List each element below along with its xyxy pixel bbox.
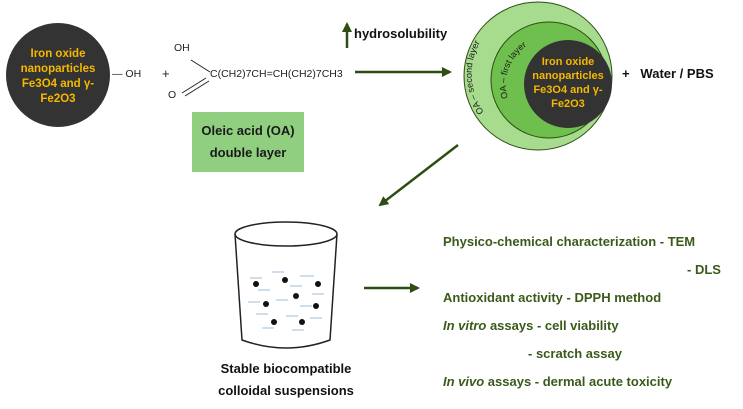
left-nanoparticle-circle <box>6 23 110 127</box>
result-in-vitro-rest: assays - cell viability <box>486 318 619 333</box>
left-np-line3: Fe3O4 and γ- <box>21 78 95 90</box>
coated-line4: Fe2O3 <box>551 98 585 110</box>
oa-box-line2: double layer <box>209 145 287 160</box>
hydrosolubility-label: hydrosolubility <box>354 26 448 41</box>
beaker-caption: Stable biocompatible colloidal suspensio… <box>200 358 372 402</box>
result-in-vitro: In vitro assays - cell viability <box>443 318 619 333</box>
left-np-line2: nanoparticles <box>20 63 96 75</box>
result-physchem: Physico-chemical characterization - TEM <box>443 234 696 249</box>
result-antioxidant: Antioxidant activity - DPPH method <box>443 290 662 305</box>
result-in-vivo-italic: In vivo <box>443 374 485 389</box>
result-in-vivo-rest: assays - dermal acute toxicity <box>484 374 673 389</box>
oa-bond-oh <box>190 59 211 73</box>
result-scratch: - scratch assay <box>528 346 622 361</box>
result-in-vitro-italic: In vitro <box>443 318 487 333</box>
coated-core-circle <box>524 40 612 128</box>
left-nanoparticle-label: Iron oxide nanoparticles Fe3O4 and γ- Fe… <box>10 47 106 107</box>
oa-bond-o-2 <box>184 80 210 97</box>
beaker-body <box>234 233 338 349</box>
coated-line3: Fe3O4 and γ- <box>533 84 603 96</box>
beaker-caption-line2: colloidal suspensions <box>218 383 354 398</box>
liquid-lines <box>248 271 324 331</box>
oa-formula: C(CH2)7CH=CH(CH2)7CH3 <box>210 68 343 80</box>
left-oh-group: — OH <box>112 68 142 80</box>
oa-double-layer-box: Oleic acid (OA) double layer <box>192 112 304 172</box>
plus-sign: + <box>162 66 170 81</box>
coated-core-label: Iron oxide nanoparticles Fe3O4 and γ- Fe… <box>526 55 610 111</box>
water-pbs-label: + Water / PBS <box>622 66 714 81</box>
left-np-line1: Iron oxide <box>30 48 86 60</box>
oa-oh-label: OH <box>174 42 190 54</box>
coated-line2: nanoparticles <box>532 70 604 82</box>
suspended-particles <box>253 277 321 325</box>
oa-box-line1: Oleic acid (OA) <box>201 123 295 138</box>
result-dls: - DLS <box>687 262 721 277</box>
beaker-rim <box>234 221 338 247</box>
coated-line1: Iron oxide <box>541 56 595 68</box>
beaker-caption-line1: Stable biocompatible <box>220 361 352 376</box>
left-np-line4: Fe2O3 <box>40 93 76 105</box>
oa-bond-o-1 <box>181 77 207 94</box>
diagonal-arrow <box>378 144 459 207</box>
oa-o-label: O <box>168 89 177 101</box>
result-in-vivo: In vivo assays - dermal acute toxicity <box>443 374 672 389</box>
